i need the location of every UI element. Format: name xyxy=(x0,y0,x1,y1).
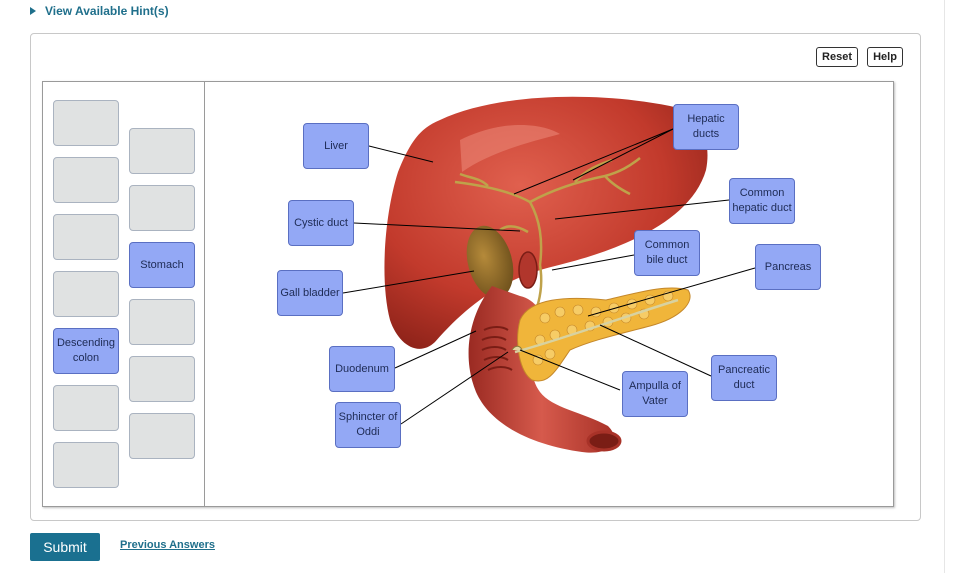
reset-button[interactable]: Reset xyxy=(816,47,858,67)
page-right-rule xyxy=(944,0,945,573)
target-common-hepatic-duct[interactable]: Common hepatic duct xyxy=(729,178,795,224)
target-hepatic-ducts[interactable]: Hepatic ducts xyxy=(673,104,739,150)
label-text: Hepatic ducts xyxy=(687,113,725,140)
bank-divider xyxy=(204,82,205,506)
label-text: Common bile duct xyxy=(644,239,690,266)
bank-slot-empty[interactable] xyxy=(129,128,195,174)
label-text: Gall bladder xyxy=(280,286,340,299)
bank-slot-empty[interactable] xyxy=(53,100,119,146)
target-ampulla-of-vater[interactable]: Ampulla of Vater xyxy=(622,371,688,417)
label-text: Ampulla of Vater xyxy=(629,380,681,407)
target-pancreas[interactable]: Pancreas xyxy=(755,244,821,290)
label-text: Pancreas xyxy=(764,260,812,273)
bank-slot-empty[interactable] xyxy=(53,385,119,431)
submit-button[interactable]: Submit xyxy=(30,533,100,561)
bank-slot-empty[interactable] xyxy=(129,356,195,402)
target-cystic-duct[interactable]: Cystic duct xyxy=(288,200,354,246)
target-pancreatic-duct[interactable]: Pancreatic duct xyxy=(711,355,777,401)
previous-answers-link[interactable]: Previous Answers xyxy=(120,539,215,551)
label-text: Common hepatic duct xyxy=(732,187,792,214)
label-text: Liver xyxy=(324,139,348,152)
bank-slot-empty[interactable] xyxy=(53,157,119,203)
label-text: Cystic duct xyxy=(294,216,348,229)
bank-slot-empty[interactable] xyxy=(129,185,195,231)
label-text: Descending colon xyxy=(56,337,116,364)
bank-label-descending-colon[interactable]: Descending colon xyxy=(53,328,119,374)
label-text: Pancreatic duct xyxy=(718,364,770,391)
view-hints-label: View Available Hint(s) xyxy=(45,4,169,18)
caret-right-icon xyxy=(30,7,36,15)
bank-label-stomach[interactable]: Stomach xyxy=(129,242,195,288)
view-hints-toggle[interactable]: View Available Hint(s) xyxy=(30,4,169,18)
help-button[interactable]: Help xyxy=(867,47,903,67)
bank-slot-empty[interactable] xyxy=(53,442,119,488)
target-liver[interactable]: Liver xyxy=(303,123,369,169)
bank-slot-empty[interactable] xyxy=(129,413,195,459)
question-panel xyxy=(30,33,921,521)
bank-slot-empty[interactable] xyxy=(53,271,119,317)
label-text: Sphincter of Oddi xyxy=(338,411,398,438)
label-text: Duodenum xyxy=(335,362,389,375)
target-duodenum[interactable]: Duodenum xyxy=(329,346,395,392)
label-text: Stomach xyxy=(140,258,184,271)
bank-slot-empty[interactable] xyxy=(129,299,195,345)
target-gall-bladder[interactable]: Gall bladder xyxy=(277,270,343,316)
target-sphincter-of-oddi[interactable]: Sphincter of Oddi xyxy=(335,402,401,448)
bank-slot-empty[interactable] xyxy=(53,214,119,260)
target-common-bile-duct[interactable]: Common bile duct xyxy=(634,230,700,276)
